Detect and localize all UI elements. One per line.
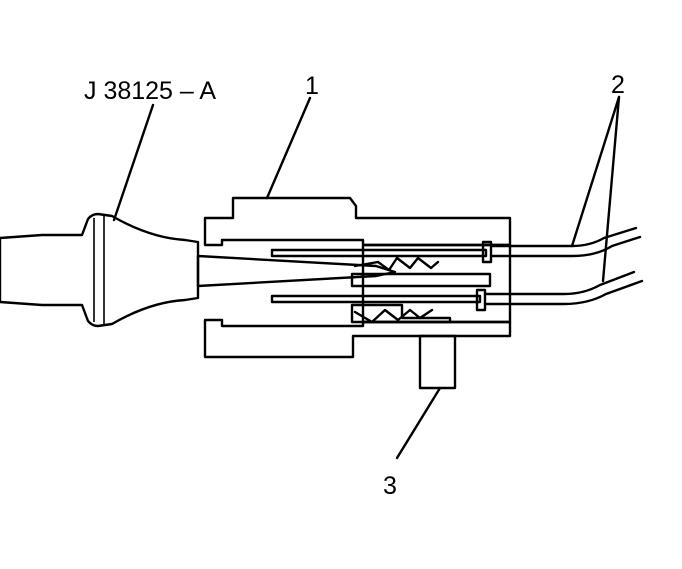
callout-2: 2: [611, 71, 625, 99]
leader-lines: [112, 95, 621, 460]
locking-tab: [418, 334, 457, 390]
callout-1: 1: [305, 72, 319, 100]
tool-probe: [196, 254, 397, 288]
tool-handle: [0, 212, 200, 328]
connector-housing: [203, 196, 512, 359]
tool-label: J 38125 – A: [84, 77, 216, 105]
wire-leads: [483, 226, 644, 306]
terminal-pins: [270, 240, 493, 312]
callout-3: 3: [383, 472, 397, 500]
